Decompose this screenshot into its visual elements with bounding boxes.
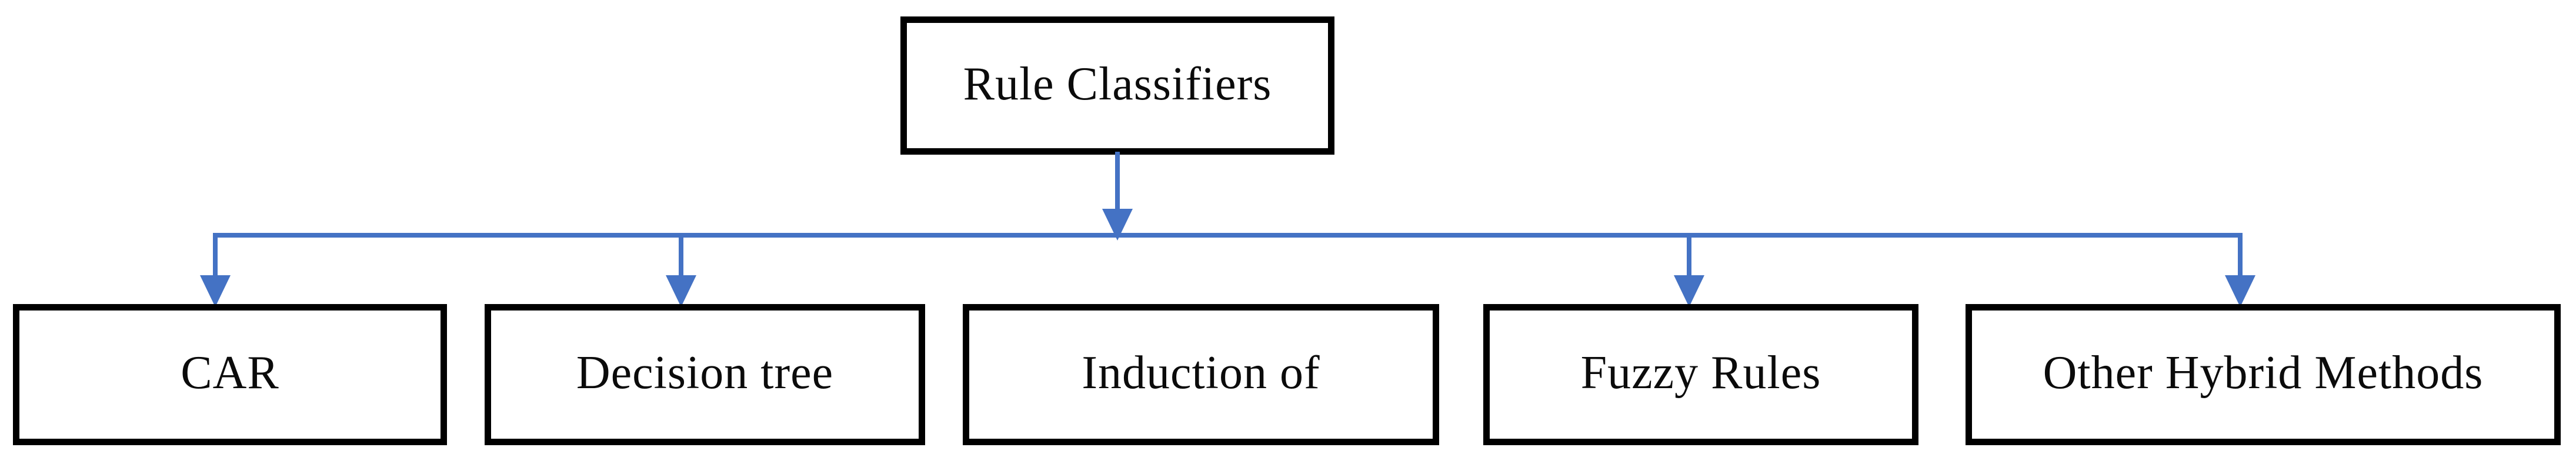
node-label: Induction of [1082, 347, 1320, 399]
branch-rail-line [213, 233, 2243, 238]
branch-connector-line-other-hybrid-methods [2238, 233, 2243, 276]
child-node-decision-tree: Decision tree [485, 304, 925, 445]
down-arrowhead-icon [1674, 275, 1704, 307]
down-arrowhead-icon [666, 275, 696, 307]
child-node-car: CAR [13, 304, 447, 445]
node-label: Decision tree [576, 347, 834, 399]
node-label: Other Hybrid Methods [2043, 347, 2484, 399]
branch-connector-line-car [213, 233, 218, 276]
node-label: Rule Classifiers [963, 58, 1272, 110]
trunk-connector-line [1115, 152, 1120, 211]
root-node-rule-classifiers: Rule Classifiers [900, 16, 1334, 155]
node-label: Fuzzy Rules [1580, 347, 1821, 399]
node-label: CAR [181, 347, 279, 399]
branch-connector-line-fuzzy-rules [1687, 233, 1691, 276]
branch-connector-line-decision-tree [679, 233, 683, 276]
child-node-induction-of: Induction of [963, 304, 1439, 445]
down-arrowhead-icon [2225, 275, 2255, 307]
child-node-fuzzy-rules: Fuzzy Rules [1483, 304, 1918, 445]
down-arrowhead-icon [200, 275, 231, 307]
child-node-other-hybrid-methods: Other Hybrid Methods [1966, 304, 2561, 445]
